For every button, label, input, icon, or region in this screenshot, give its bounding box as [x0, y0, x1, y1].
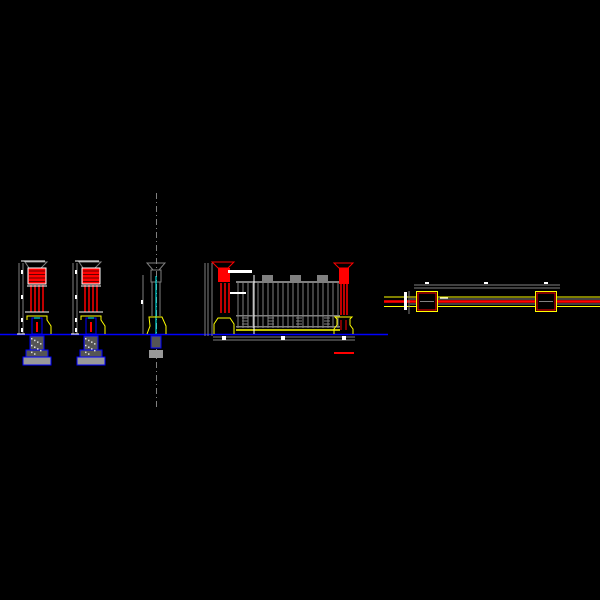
right-pier-head: [339, 268, 349, 284]
gravel-dot: [91, 348, 93, 350]
gravel-dot: [37, 348, 39, 350]
gravel-dot: [91, 341, 93, 343]
label-bar: [230, 292, 246, 294]
left-pier-head: [218, 268, 230, 282]
footing-pad: [149, 350, 163, 358]
gravel-dot: [34, 339, 36, 342]
fence-crenel: [290, 275, 301, 282]
dimension-text: [342, 336, 346, 340]
plan-pier-right-inner: [536, 292, 556, 311]
plan-pier-left-inner: [417, 292, 437, 311]
right-pier-base: [333, 316, 354, 334]
scale-bar: [334, 352, 354, 354]
pier-side-section: [141, 262, 167, 358]
pier-base-outline: [26, 315, 52, 334]
gravel-dot: [88, 339, 90, 342]
gravel-dot: [31, 344, 33, 347]
pier-elevation-1: [17, 260, 52, 366]
pier-base-outline: [80, 315, 106, 334]
pier-head: [27, 267, 47, 285]
gravel-dot: [34, 353, 36, 355]
left-pier-base: [213, 317, 235, 334]
dimension-text: [544, 282, 548, 284]
gravel-dot: [40, 343, 42, 345]
dimension-text: [75, 318, 77, 322]
pier-cap: [78, 261, 103, 269]
gravel-dot: [94, 343, 96, 345]
pier-head: [81, 267, 101, 285]
gate-elevation: [204, 261, 355, 354]
dimension-text: [21, 328, 23, 332]
gravel-dot: [88, 346, 90, 348]
footing: [25, 349, 49, 358]
dimension-text: [21, 295, 23, 299]
footing: [79, 349, 103, 358]
gravel-dot: [85, 338, 87, 340]
fence-crenel: [317, 275, 328, 282]
dimension-text: [21, 270, 23, 274]
dimension-text: [281, 336, 285, 340]
gravel-dot: [31, 351, 33, 354]
dimension-text: [425, 282, 429, 284]
base-outline: [146, 316, 167, 335]
gate-plan: [384, 282, 600, 314]
gravel-dot: [34, 346, 36, 348]
gravel-dot: [85, 351, 87, 354]
right-pier-cap: [332, 262, 355, 269]
plan-end-mark: [404, 292, 407, 310]
fence-crenel: [262, 275, 273, 282]
dimension-text: [75, 295, 77, 299]
footing-pad: [76, 356, 106, 366]
pier-elevation-2: [71, 260, 106, 366]
label-bar: [228, 270, 252, 273]
dimension-text: [75, 328, 77, 332]
fence-top-rail: [236, 281, 340, 283]
gravel-dot: [94, 349, 96, 352]
dimension-text: [484, 282, 488, 284]
footing: [150, 335, 162, 349]
gravel-dot: [88, 353, 90, 355]
dimension-text: [141, 300, 143, 304]
gravel-dot: [31, 338, 33, 340]
left-pier-cap: [210, 261, 236, 269]
dimension-text: [222, 336, 226, 340]
dimension-text: [75, 270, 77, 274]
gravel-dot: [85, 344, 87, 347]
gravel-dot: [37, 341, 39, 343]
pier-cap: [24, 261, 49, 269]
cap: [145, 262, 167, 271]
dimension-text: [21, 318, 23, 322]
gravel-dot: [40, 349, 42, 352]
footing-pad: [22, 356, 52, 366]
